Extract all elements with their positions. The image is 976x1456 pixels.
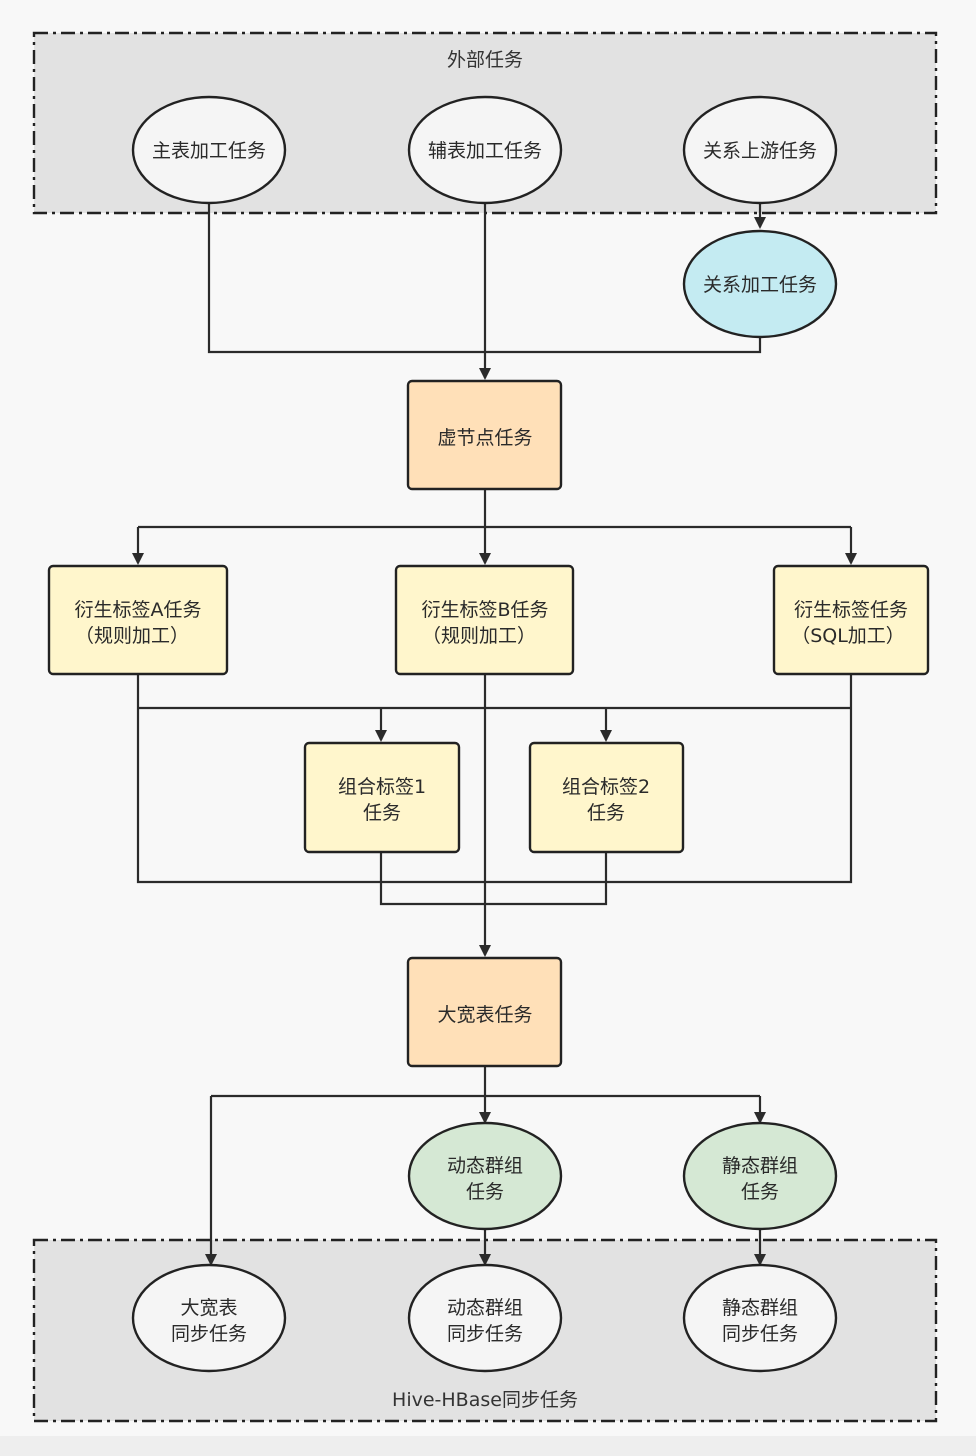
node-relation-process[interactable]: 关系加工任务 — [682, 229, 838, 339]
edge-derived-a-down — [136, 674, 485, 884]
bottom-strip — [0, 1436, 976, 1456]
node-derived-b[interactable]: 衍生标签B任务 （规则加工） — [394, 564, 575, 676]
dynamic-group-label-line1: 动态群组 — [447, 1155, 523, 1177]
virtual-node-box — [406, 379, 563, 491]
static-group-label-line2: 任务 — [741, 1181, 779, 1203]
derived-b-box — [394, 564, 575, 676]
node-relation-upstream[interactable]: 关系上游任务 — [682, 95, 838, 205]
dynamic-sync-label-line2: 同步任务 — [447, 1323, 523, 1345]
node-combo-2[interactable]: 组合标签2 任务 — [528, 741, 685, 854]
wide-sync-label-line1: 大宽表 — [180, 1297, 237, 1319]
derived-sql-label-line1: 衍生标签任务 — [794, 599, 908, 621]
sync-group-label: Hive-HBase同步任务 — [392, 1389, 578, 1411]
node-derived-sql[interactable]: 衍生标签任务 （SQL加工） — [772, 564, 930, 676]
node-aux-table[interactable]: 辅表加工任务 — [407, 95, 563, 205]
derived-b-label-line1: 衍生标签B任务 — [421, 599, 548, 621]
main-table-label: 主表加工任务 — [152, 140, 266, 162]
virtual-node-label: 虚节点任务 — [437, 427, 532, 449]
node-wide-sync[interactable]: 大宽表 同步任务 — [131, 1263, 287, 1373]
derived-b-label-line2: （规则加工） — [422, 625, 536, 647]
node-derived-a[interactable]: 衍生标签A任务 （规则加工） — [47, 564, 229, 676]
combo-1-label-line2: 任务 — [363, 802, 401, 824]
combo-2-label-line2: 任务 — [587, 802, 625, 824]
external-group-label: 外部任务 — [447, 49, 523, 71]
derived-a-label-line1: 衍生标签A任务 — [75, 599, 202, 621]
static-sync-ellipse — [682, 1263, 838, 1373]
dynamic-group-label-line2: 任务 — [466, 1181, 504, 1203]
nodes: 主表加工任务 辅表加工任务 关系上游任务 关系加工任务 虚节点任务 衍生标签A任 — [47, 95, 930, 1373]
main-table-ellipse — [131, 95, 287, 205]
static-group-label-line1: 静态群组 — [722, 1155, 798, 1177]
wide-sync-ellipse — [131, 1263, 287, 1373]
node-combo-1[interactable]: 组合标签1 任务 — [303, 741, 461, 854]
node-wide-table[interactable]: 大宽表任务 — [406, 956, 563, 1068]
node-dynamic-group[interactable]: 动态群组 任务 — [407, 1121, 563, 1231]
node-virtual[interactable]: 虚节点任务 — [406, 379, 563, 491]
derived-sql-label-line2: （SQL加工） — [791, 625, 905, 647]
node-dynamic-sync[interactable]: 动态群组 同步任务 — [407, 1263, 563, 1373]
wide-sync-label-line2: 同步任务 — [171, 1323, 247, 1345]
relation-upstream-ellipse — [682, 95, 838, 205]
static-group-ellipse — [682, 1121, 838, 1231]
dynamic-group-ellipse — [407, 1121, 563, 1231]
combo-1-box — [303, 741, 461, 854]
derived-sql-box — [772, 564, 930, 676]
static-sync-label-line1: 静态群组 — [722, 1297, 798, 1319]
combo-2-label-line1: 组合标签2 — [562, 776, 650, 798]
edge-combo-1-down — [379, 852, 485, 906]
wide-table-box — [406, 956, 563, 1068]
static-sync-label-line2: 同步任务 — [722, 1323, 798, 1345]
dynamic-sync-ellipse — [407, 1263, 563, 1373]
node-static-group[interactable]: 静态群组 任务 — [682, 1121, 838, 1231]
wide-table-label: 大宽表任务 — [437, 1004, 532, 1026]
relation-upstream-label: 关系上游任务 — [703, 140, 817, 162]
aux-table-ellipse — [407, 95, 563, 205]
node-main-table[interactable]: 主表加工任务 — [131, 95, 287, 205]
aux-table-label: 辅表加工任务 — [428, 140, 542, 162]
combo-1-label-line1: 组合标签1 — [338, 776, 426, 798]
derived-a-label-line2: （规则加工） — [75, 625, 189, 647]
combo-2-box — [528, 741, 685, 854]
relation-process-label: 关系加工任务 — [703, 274, 817, 296]
relation-process-ellipse — [682, 229, 838, 339]
derived-a-box — [47, 564, 229, 676]
node-static-sync[interactable]: 静态群组 同步任务 — [682, 1263, 838, 1373]
edges — [132, 204, 857, 1266]
edge-relation-process-to-virtual-node — [485, 337, 762, 354]
edge-main-table-to-virtual-node — [207, 204, 485, 354]
edge-combo-2-down — [485, 852, 608, 906]
dynamic-sync-label-line1: 动态群组 — [447, 1297, 523, 1319]
